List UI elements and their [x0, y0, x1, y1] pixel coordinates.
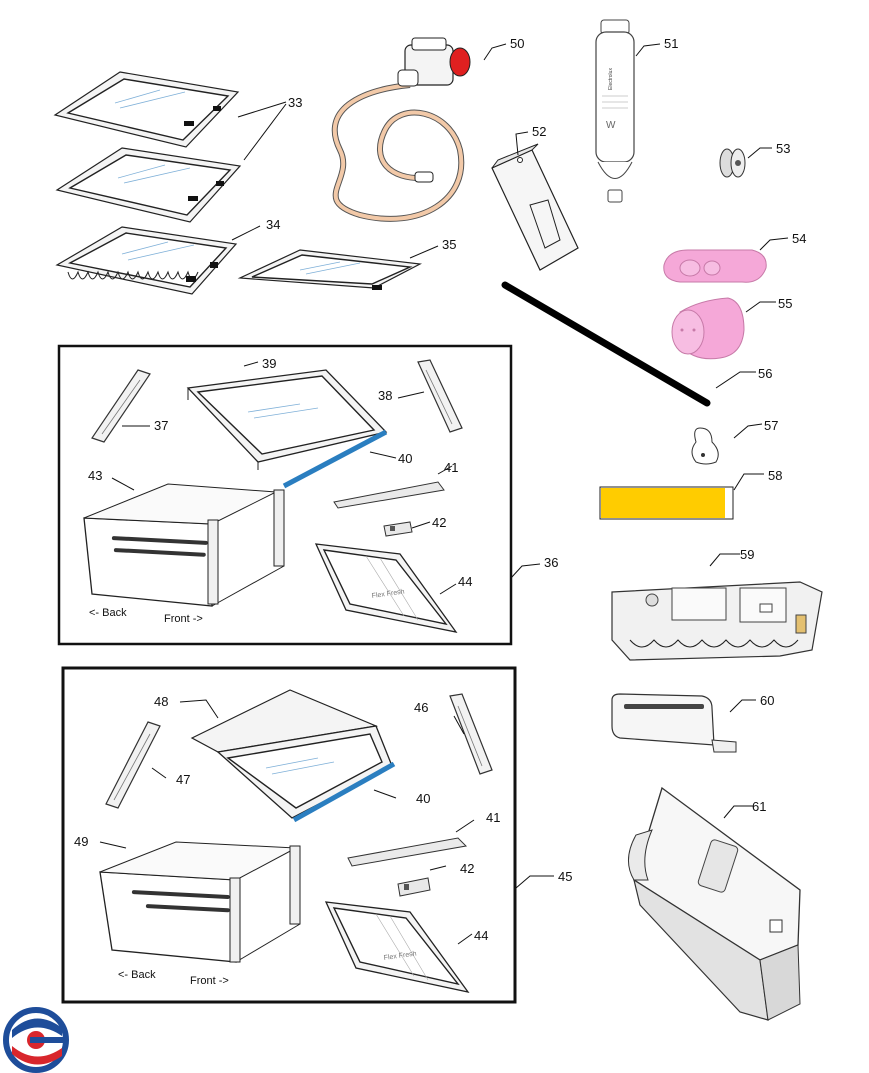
- part-number-44-upper: 44: [458, 574, 472, 589]
- cover-61: [628, 786, 801, 1021]
- crisper-rail-40-upper: [282, 429, 388, 489]
- flex-fresh-text-upper: Flex Fresh: [371, 588, 405, 600]
- crisper-strip-41-lower: [347, 837, 468, 867]
- shelf-glass-upper-2: [55, 147, 242, 223]
- part-number-34: 34: [266, 217, 280, 232]
- slide-rail-38: [417, 359, 463, 433]
- part-number-45: 45: [558, 869, 572, 884]
- crisper-rail-40-lower: [292, 761, 396, 823]
- rubber-part-55: [671, 297, 745, 360]
- slide-rail-46: [449, 693, 493, 775]
- part-number-57: 57: [764, 418, 778, 433]
- company-logo-icon: [3, 1007, 69, 1073]
- part-number-36: 36: [544, 555, 558, 570]
- label-58: [599, 486, 734, 520]
- label-back-lower: <- Back: [118, 969, 156, 981]
- crisper-cover-48: [190, 689, 393, 819]
- label-front-lower: Front ->: [190, 975, 229, 987]
- slide-rail-47: [105, 721, 161, 809]
- part-number-44-lower: 44: [474, 928, 488, 943]
- part-number-47: 47: [176, 772, 190, 787]
- shelf-glass-34: [55, 226, 238, 295]
- part-number-40-lower: 40: [416, 791, 430, 806]
- part-number-37: 37: [154, 418, 168, 433]
- part-number-52: 52: [532, 124, 546, 139]
- water-filter-51: Electrolux W: [595, 19, 635, 203]
- crisper-cover-39: [186, 369, 388, 470]
- part-number-40-upper: 40: [398, 451, 412, 466]
- latch-42-upper: [383, 521, 413, 537]
- part-number-59: 59: [740, 547, 754, 562]
- leader-lines: [99, 43, 789, 945]
- water-valve-hose: [331, 37, 471, 222]
- part-number-60: 60: [760, 693, 774, 708]
- bracket-52: [491, 143, 579, 271]
- rubber-part-54: [663, 249, 767, 283]
- latch-42-lower: [397, 877, 431, 897]
- svg-text:W: W: [606, 120, 616, 131]
- part-number-49: 49: [74, 834, 88, 849]
- part-number-42-upper: 42: [432, 515, 446, 530]
- part-number-41-lower: 41: [486, 810, 500, 825]
- part-number-55: 55: [778, 296, 792, 311]
- part-number-53: 53: [776, 141, 790, 156]
- filter-brand-text: Electrolux: [608, 68, 614, 90]
- part-number-50: 50: [510, 36, 524, 51]
- flex-fresh-text-lower: Flex Fresh: [383, 950, 417, 962]
- part-number-38: 38: [378, 388, 392, 403]
- part-number-56: 56: [758, 366, 772, 381]
- shelf-glass-upper-1: [53, 71, 240, 148]
- crisper-drawer-43: [83, 483, 285, 607]
- part-number-39: 39: [262, 356, 276, 371]
- part-number-41-upper: 41: [444, 460, 458, 475]
- crisper-lid-44-lower: Flex Fresh: [324, 901, 470, 993]
- crisper-set-box-upper: [57, 344, 513, 646]
- part-number-43: 43: [88, 468, 102, 483]
- part-number-46: 46: [414, 700, 428, 715]
- part-number-54: 54: [792, 231, 806, 246]
- label-back-upper: <- Back: [89, 607, 127, 619]
- shelf-glass-35: [237, 249, 423, 290]
- crisper-lid-44-upper: Flex Fresh: [314, 543, 458, 633]
- rod-56: [501, 281, 711, 407]
- part-number-33: 33: [288, 95, 302, 110]
- crisper-strip-41-upper: [333, 481, 445, 509]
- part-number-48: 48: [154, 694, 168, 709]
- crisper-set-box-lower: [61, 666, 517, 1004]
- label-front-upper: Front ->: [164, 613, 203, 625]
- trim-60: [611, 693, 737, 753]
- part-number-35: 35: [442, 237, 456, 252]
- crisper-drawer-49: [99, 841, 301, 963]
- part-number-61: 61: [752, 799, 766, 814]
- knob-57: [691, 427, 719, 465]
- ice-maker-59: [611, 581, 823, 661]
- slide-rail-37: [91, 369, 151, 443]
- part-number-42-lower: 42: [460, 861, 474, 876]
- part-number-51: 51: [664, 36, 678, 51]
- part-number-58: 58: [768, 468, 782, 483]
- roller-53: [719, 148, 746, 178]
